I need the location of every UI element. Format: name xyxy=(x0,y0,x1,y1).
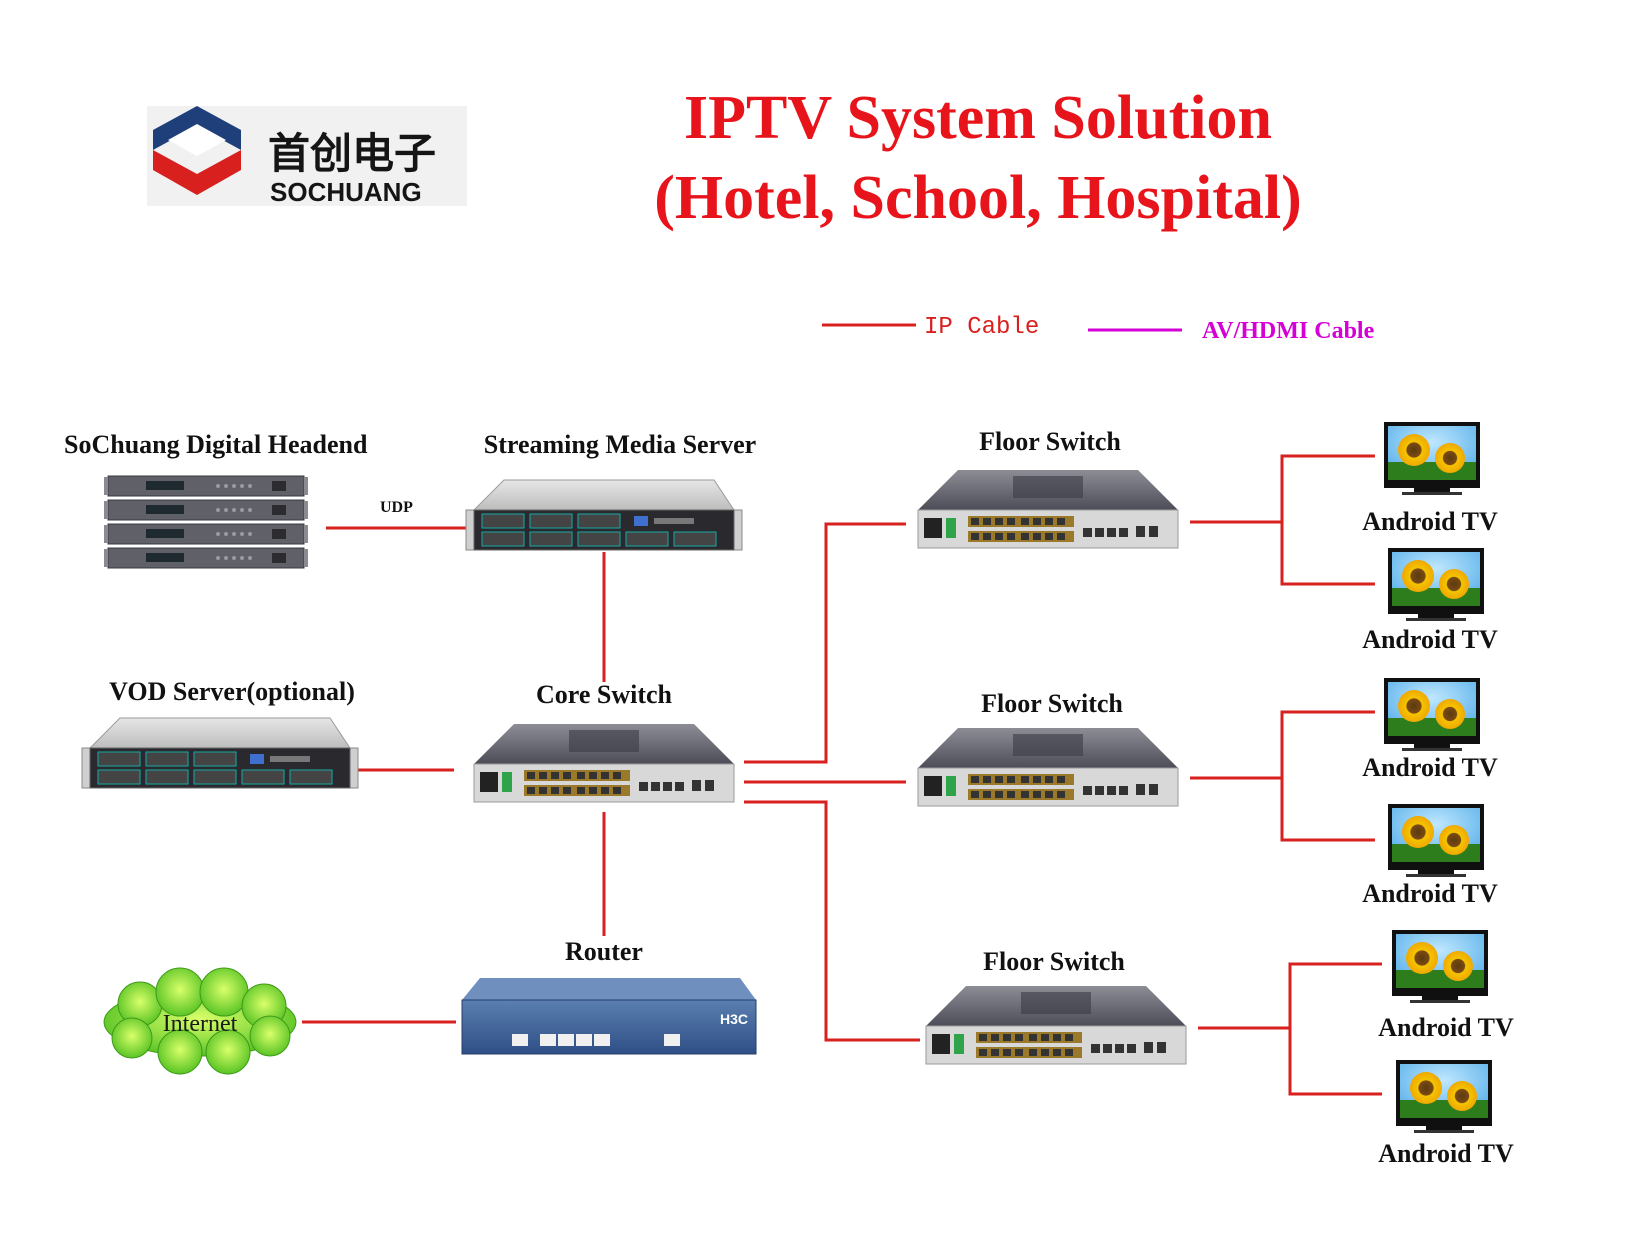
tv-3: Android TV xyxy=(1362,678,1498,782)
tv-2-icon xyxy=(1388,548,1484,621)
tv-3-label: Android TV xyxy=(1362,753,1498,782)
wire-core-floor3 xyxy=(744,800,920,1042)
title-line-2: (Hotel, School, Hospital) xyxy=(654,164,1302,232)
tv-4-label: Android TV xyxy=(1362,879,1498,908)
tv-4: Android TV xyxy=(1362,804,1498,908)
tv-1-icon xyxy=(1384,422,1480,495)
logo-mark-top xyxy=(153,106,241,150)
tv-6-icon xyxy=(1396,1060,1492,1133)
tv-5-label: Android TV xyxy=(1378,1013,1514,1042)
core-switch-label: Core Switch xyxy=(536,680,673,709)
internet-cloud: Internet xyxy=(103,967,297,1075)
wire-floor1-tvs xyxy=(1280,454,1375,586)
vod-server-device xyxy=(81,717,359,789)
udp-label: UDP xyxy=(380,499,413,516)
ip-cables xyxy=(302,454,1382,1096)
router-brand: H3C xyxy=(720,1011,748,1027)
tv-3-icon xyxy=(1384,678,1480,751)
tv-5: Android TV xyxy=(1378,930,1514,1042)
vod-server-label: VOD Server(optional) xyxy=(109,677,355,706)
headend-label: SoChuang Digital Headend xyxy=(64,430,368,459)
tv-6: Android TV xyxy=(1378,1060,1514,1168)
logo-mark-bottom xyxy=(153,150,241,195)
floor-switch-1-device xyxy=(917,469,1179,549)
internet-label: Internet xyxy=(163,1011,238,1037)
tv-2-label: Android TV xyxy=(1362,625,1498,654)
router-device: H3C xyxy=(461,978,757,1055)
floor-switch-3-device xyxy=(925,985,1187,1065)
core-switch-device xyxy=(473,723,735,803)
wire-floor2-tvs xyxy=(1280,710,1375,842)
logo-text-en: SOCHUANG xyxy=(270,177,422,207)
tv-4-icon xyxy=(1388,804,1484,877)
tv-5-icon xyxy=(1392,930,1488,1003)
tv-1-label: Android TV xyxy=(1362,507,1498,536)
tv-1: Android TV xyxy=(1362,422,1498,536)
tv-6-label: Android TV xyxy=(1378,1139,1514,1168)
floor-switch-2-device xyxy=(917,727,1179,807)
wire-floor3-tvs xyxy=(1288,962,1382,1096)
legend-av-label: AV/HDMI Cable xyxy=(1202,318,1375,344)
tv-2: Android TV xyxy=(1362,548,1498,654)
streaming-server-device xyxy=(465,479,743,551)
streaming-server-label: Streaming Media Server xyxy=(484,430,756,459)
title-line-1: IPTV System Solution xyxy=(684,84,1272,152)
router-label: Router xyxy=(565,937,643,966)
floor-switch-2-label: Floor Switch xyxy=(981,689,1123,718)
logo-text-cn: 首创电子 xyxy=(268,129,436,178)
logo-mark-core xyxy=(168,124,226,156)
headend-device xyxy=(103,475,309,569)
legend: IP Cable AV/HDMI Cable xyxy=(822,314,1375,344)
floor-switch-3-label: Floor Switch xyxy=(983,947,1125,976)
legend-ip-label: IP Cable xyxy=(924,314,1039,341)
wire-core-floor1 xyxy=(744,522,906,764)
floor-switch-1-label: Floor Switch xyxy=(979,427,1121,456)
sochuang-logo: 首创电子 SOCHUANG xyxy=(147,106,467,207)
